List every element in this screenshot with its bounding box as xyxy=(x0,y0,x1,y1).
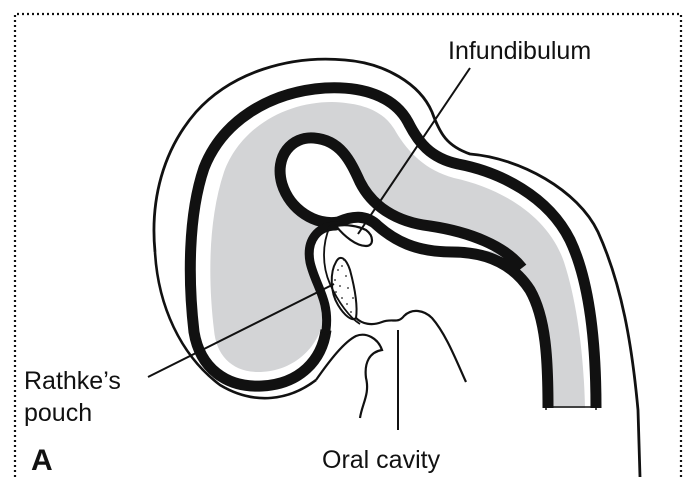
rathkes-pouch xyxy=(332,258,357,319)
label-oral-cavity: Oral cavity xyxy=(322,446,441,474)
oral-cavity-roof xyxy=(356,311,466,382)
neural-tube-cut-end xyxy=(546,407,596,410)
label-infundibulum: Infundibulum xyxy=(448,37,591,65)
label-rathkes-line1: Rathke’s xyxy=(24,367,121,395)
label-rathkes-line2: pouch xyxy=(24,399,92,427)
panel-letter: A xyxy=(31,444,53,477)
